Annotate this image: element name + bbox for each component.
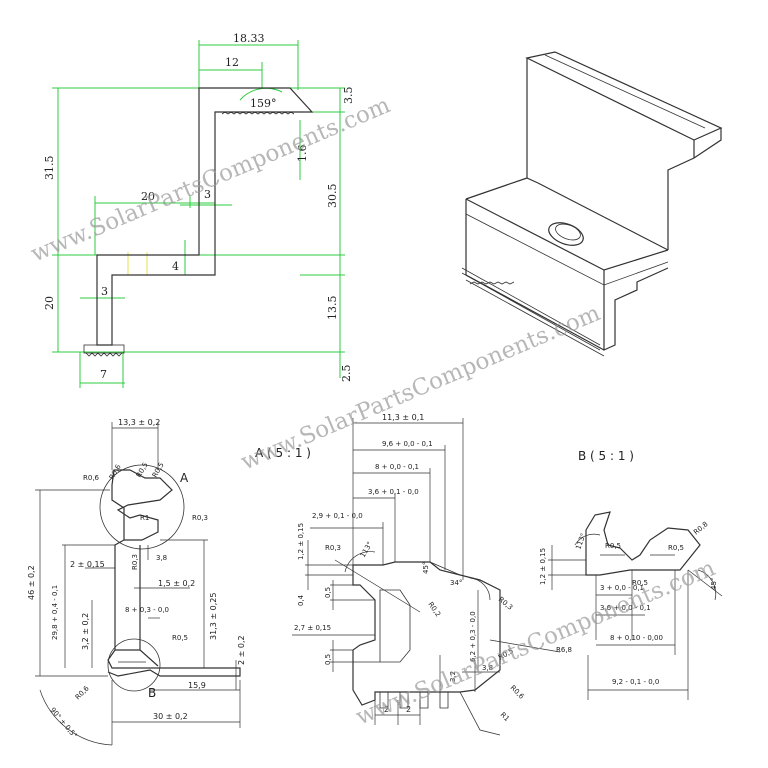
detail-r0-6-c: R0,6 (74, 684, 91, 701)
detail-profile-outline (99, 464, 241, 692)
section-a-dim-9-6: 9,6 + 0,0 - 0,1 (382, 440, 433, 448)
section-a-angle-34: 34° (450, 579, 462, 587)
detail-angle-90: 90° ± 0,5° (48, 706, 78, 740)
detail-profile-drawing: 13,3 ± 0,2 R0,6 R0,6 R0,5 R0,5 A R1 R0,3… (27, 418, 246, 746)
top-profile-drawing: 18.33 12 159° 3.5 31.5 1.6 20 3 30.5 4 3… (43, 32, 355, 388)
section-a-r0-6: R0,6 (509, 684, 526, 701)
section-a-title: A ( 5 : 1 ) (255, 446, 311, 460)
dim-18-33: 18.33 (233, 32, 265, 45)
section-a-r1: R1 (499, 711, 511, 723)
dim-31-5: 31.5 (43, 156, 56, 181)
section-b-dim-8: 8 + 0,10 - 0,00 (610, 634, 663, 642)
detail-dim-8: 8 + 0,3 - 0,0 (125, 606, 169, 614)
section-b-r0-8: R0,8 (692, 520, 709, 536)
section-b-drawing: B ( 5 : 1 ) 113° 1,2 ± 0,15 R0,5 R0,5 R0… (539, 449, 723, 700)
section-a-angle-113: 113° (359, 540, 374, 559)
dim-12: 12 (225, 56, 239, 69)
section-a-dim-6-2: 6,2 + 0,3 - 0,0 (469, 611, 477, 662)
section-a-dim-11-3: 11,3 ± 0,1 (382, 413, 424, 422)
section-a-r6-8: R6,8 (556, 646, 572, 654)
section-a-dim-2-9: 2,9 + 0,1 - 0,0 (312, 512, 363, 520)
dim-1-6: 1.6 (296, 145, 309, 163)
section-a-dim-8: 8 + 0,0 - 0,1 (375, 463, 419, 471)
detail-dim-15-9: 15,9 (188, 681, 206, 690)
section-b-dim-3: 3 + 0,0 - 0,1 (600, 584, 644, 592)
section-a-dim-2-b: 2 (406, 705, 411, 714)
section-a-dim-3-2: 3,2 (449, 671, 457, 682)
section-a-dim-0-5-a: 0,5 (324, 587, 332, 598)
section-b-dim-1-2: 1,2 ± 0,15 (539, 548, 547, 585)
detail-dim-1-5: 1,5 ± 0,2 (158, 579, 195, 588)
section-a-dim-1-2: 1,2 ± 0,15 (297, 523, 305, 560)
detail-dim-31-3: 31,3 ± 0,25 (209, 593, 218, 640)
detail-dim-46: 46 ± 0,2 (27, 565, 36, 600)
section-b-r0-5-b: R0,5 (632, 579, 648, 587)
dim-4: 4 (172, 260, 179, 273)
dim-20-lower: 20 (43, 296, 56, 310)
dim-13-5: 13.5 (326, 296, 339, 321)
section-b-r0-5-a: R0,5 (605, 542, 621, 550)
section-b-dimension-lines (548, 533, 723, 700)
watermark-1: www.SolarPartsComponents.com (27, 92, 394, 267)
detail-dim-2-b: 2 ± 0,2 (237, 635, 246, 665)
section-b-dim-3-6: 3,6 + 0,0 - 0,1 (600, 604, 651, 612)
dim-20-upper: 20 (141, 190, 155, 203)
section-a-dim-0-5-b: 0,5 (324, 654, 332, 665)
dim-2-5: 2.5 (340, 365, 353, 383)
detail-circle-label-b: B (148, 686, 156, 700)
section-a-r0-3-a: R0,3 (325, 544, 341, 552)
dim-3-5: 3.5 (342, 87, 355, 105)
dim-3-lower: 3 (101, 285, 108, 298)
detail-r0-3-b: R0,3 (131, 554, 139, 570)
section-a-dim-2-7: 2,7 ± 0,15 (294, 624, 331, 632)
detail-dim-13-3: 13,3 ± 0,2 (118, 418, 160, 427)
section-a-dim-3-8: 3,8 (482, 664, 493, 672)
detail-dimension-lines (35, 422, 241, 746)
section-b-title: B ( 5 : 1 ) (578, 449, 634, 463)
section-a-r0-2: R0,2 (426, 601, 442, 619)
detail-dim-30: 30 ± 0,2 (153, 712, 188, 721)
detail-r0-6-a: R0,6 (83, 474, 100, 482)
section-b-angle-45: 45° (710, 578, 718, 590)
detail-r0-5-b: R0,5 (151, 461, 166, 479)
section-a-r0-3-b: R0,3 (497, 595, 514, 611)
detail-dim-29-8: 29,8 + 0,4 - 0,1 (51, 585, 59, 640)
section-a-dim-0-4: 0,4 (297, 594, 305, 606)
section-a-dim-3-6: 3,6 + 0,1 - 0,0 (368, 488, 419, 496)
detail-r0-6-b: R0,6 (108, 463, 123, 481)
dim-159-deg: 159° (250, 97, 277, 110)
section-b-dim-9-2: 9,2 - 0,1 - 0,0 (612, 678, 659, 686)
detail-r1: R1 (140, 514, 149, 522)
watermark-3: www.SolarPartsComponents.com (352, 555, 719, 730)
dim-30-5: 30.5 (326, 184, 339, 209)
dim-3-upper: 3 (204, 188, 211, 201)
section-a-dim-2-a: 2 (384, 705, 389, 714)
watermark-2: www.SolarPartsComponents.com (237, 300, 604, 475)
section-b-r0-5-c: R0,5 (668, 544, 684, 552)
top-profile-outline (83, 87, 314, 357)
detail-circle-label-a: A (180, 471, 189, 485)
dim-7: 7 (100, 368, 107, 381)
detail-r0-3-a: R0,3 (192, 514, 208, 522)
section-a-dimension-lines (292, 418, 561, 725)
section-a-angle-45: 45° (422, 562, 430, 574)
detail-dim-2: 2 ± 0,15 (70, 560, 105, 569)
isometric-3d-view (461, 51, 723, 357)
detail-r0-5-a: R0,5 (135, 461, 150, 479)
section-b-outline (585, 511, 701, 576)
detail-dim-3-2: 3,2 ± 0,2 (81, 613, 90, 650)
detail-r0-5-c: R0,5 (172, 634, 188, 642)
detail-dim-3-8: 3,8 (156, 554, 167, 562)
